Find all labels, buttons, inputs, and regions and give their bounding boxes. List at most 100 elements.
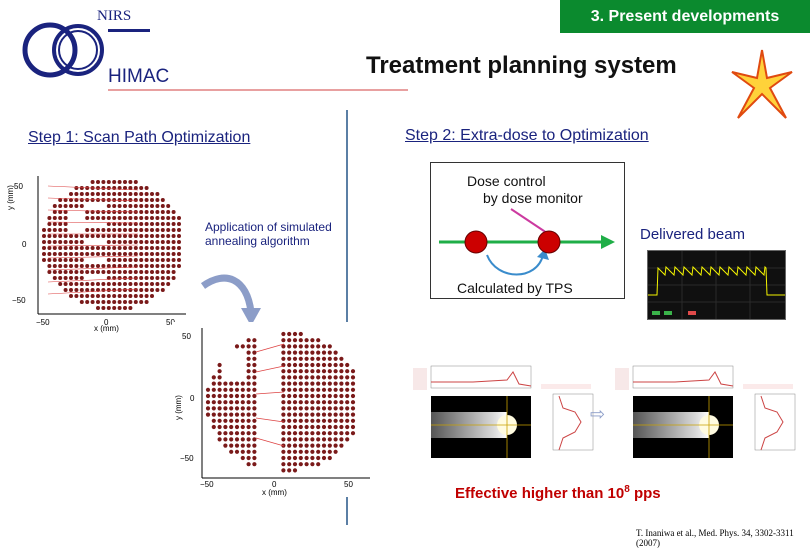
scan-path-line bbox=[255, 391, 285, 395]
spot-point bbox=[177, 222, 181, 226]
spot-point bbox=[316, 462, 321, 467]
spot-point bbox=[246, 387, 251, 392]
spot-point bbox=[144, 300, 149, 304]
algorithm-note: Application of simulated annealing algor… bbox=[205, 220, 332, 248]
spot-point bbox=[246, 362, 251, 368]
spot-point bbox=[133, 288, 138, 292]
spot-point bbox=[287, 406, 292, 411]
spot-point bbox=[150, 270, 154, 274]
spot-point bbox=[321, 387, 327, 392]
diagram-bottom-label: Calculated by TPS bbox=[457, 280, 573, 296]
spot-point bbox=[106, 288, 111, 292]
spot-point bbox=[128, 198, 133, 202]
spot-point bbox=[229, 381, 234, 386]
spot-point bbox=[90, 264, 95, 268]
spot-point bbox=[123, 270, 127, 274]
spot-point bbox=[42, 258, 46, 262]
spot-point bbox=[133, 282, 138, 286]
plot-b-xlabel: x (mm) bbox=[262, 488, 287, 497]
spot-point bbox=[339, 400, 344, 405]
spot-point bbox=[133, 180, 138, 184]
spot-point bbox=[316, 344, 321, 349]
spot-point bbox=[292, 455, 298, 461]
spot-point bbox=[205, 393, 211, 399]
spot-point bbox=[101, 270, 106, 274]
spot-point bbox=[281, 356, 286, 361]
spot-point bbox=[150, 222, 154, 226]
spot-point bbox=[58, 276, 63, 280]
spot-point bbox=[292, 418, 298, 423]
spot-point bbox=[96, 282, 100, 286]
spot-point bbox=[298, 381, 303, 386]
spot-point bbox=[316, 369, 321, 374]
spot-point bbox=[350, 387, 356, 392]
spot-point bbox=[321, 393, 327, 399]
spot-point bbox=[310, 375, 315, 380]
delivered-beam-label: Delivered beam bbox=[640, 226, 746, 243]
spot-point bbox=[63, 216, 68, 220]
spot-point bbox=[155, 192, 160, 196]
spot-point bbox=[74, 246, 79, 250]
spot-point bbox=[90, 246, 95, 250]
spot-point bbox=[287, 362, 292, 368]
spot-point bbox=[160, 234, 165, 238]
spot-point bbox=[58, 222, 63, 226]
spot-point bbox=[177, 216, 181, 220]
spot-point bbox=[112, 246, 117, 250]
spot-point bbox=[139, 300, 144, 304]
spot-point bbox=[327, 449, 332, 454]
spot-point bbox=[79, 192, 84, 196]
spot-point bbox=[106, 294, 111, 298]
spot-point bbox=[321, 418, 327, 423]
spot-point bbox=[234, 412, 240, 417]
spot-point bbox=[345, 437, 350, 442]
spot-point bbox=[144, 276, 149, 280]
spot-point bbox=[333, 431, 338, 436]
spot-point bbox=[177, 246, 181, 250]
side-legend bbox=[541, 384, 591, 389]
spot-point bbox=[252, 437, 257, 442]
spot-point bbox=[298, 455, 303, 461]
spot-point bbox=[281, 449, 286, 454]
spot-point bbox=[74, 264, 79, 268]
spot-point bbox=[133, 270, 138, 274]
scan-path-line bbox=[255, 437, 285, 447]
spot-point bbox=[123, 204, 127, 208]
spot-point bbox=[106, 228, 111, 232]
spot-point bbox=[252, 393, 257, 399]
spot-point bbox=[133, 186, 138, 190]
spot-point bbox=[287, 431, 292, 436]
plot-b-ytick-mid: 0 bbox=[190, 394, 195, 403]
spot-point bbox=[106, 180, 111, 184]
spot-point bbox=[144, 198, 149, 202]
spot-point bbox=[350, 431, 356, 436]
spot-point bbox=[117, 252, 122, 256]
spot-point bbox=[144, 246, 149, 250]
spot-point bbox=[304, 406, 309, 411]
spot-point bbox=[246, 455, 251, 461]
spot-point bbox=[345, 362, 350, 368]
spot-point bbox=[281, 350, 286, 355]
spot-point bbox=[292, 443, 298, 448]
spot-point bbox=[106, 240, 111, 244]
spot-point bbox=[117, 282, 122, 286]
spot-point bbox=[63, 204, 68, 208]
spot-point bbox=[292, 400, 298, 405]
spot-point bbox=[123, 216, 127, 220]
page-title: Treatment planning system bbox=[366, 52, 677, 79]
spot-point bbox=[150, 198, 154, 202]
spot-point bbox=[69, 276, 73, 280]
spot-point bbox=[304, 400, 309, 405]
spot-point bbox=[144, 288, 149, 292]
spot-point bbox=[229, 437, 234, 442]
spot-point bbox=[298, 331, 303, 337]
spot-point bbox=[310, 362, 315, 368]
spot-point bbox=[63, 264, 68, 268]
spot-point bbox=[304, 381, 309, 386]
spot-point bbox=[42, 228, 46, 232]
spot-point bbox=[112, 306, 117, 310]
scan-path-line bbox=[47, 255, 139, 259]
spot-point bbox=[316, 356, 321, 361]
spot-point bbox=[106, 306, 111, 310]
spot-point bbox=[211, 418, 216, 423]
